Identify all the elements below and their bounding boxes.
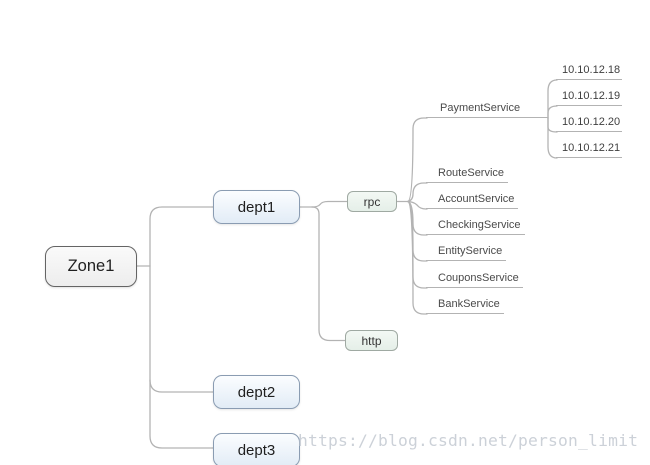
node-bank-service[interactable]: BankService (426, 297, 504, 314)
dept1-label: dept1 (237, 198, 276, 216)
node-account-service[interactable]: AccountService (426, 192, 519, 209)
node-dept3[interactable]: dept3 (213, 433, 300, 465)
node-ip-10-10-12-18[interactable]: 10.10.12.18 (556, 63, 622, 80)
node-payment-service[interactable]: PaymentService (426, 101, 548, 118)
node-http[interactable]: http (345, 330, 398, 351)
node-entity-service[interactable]: EntityService (426, 244, 507, 261)
dept2-label: dept2 (237, 383, 276, 401)
node-coupons-service[interactable]: CouponsService (426, 271, 523, 288)
edge-rpc-route (407, 182, 428, 203)
node-dept1[interactable]: dept1 (213, 190, 300, 224)
node-ip-10-10-12-21[interactable]: 10.10.12.21 (556, 141, 622, 158)
zone1-label: Zone1 (67, 257, 115, 275)
edge-trunk-dept2 (149, 379, 214, 393)
edge-trunk-dept1-dept3 (149, 206, 214, 449)
csdn-watermark: https://blog.csdn.net/person_limit (298, 431, 639, 450)
edge-rpc-account (407, 200, 428, 210)
edge-dept1-rpc (311, 200, 348, 208)
edge-rpc-checking (407, 200, 428, 236)
edge-rpc-coupons (407, 200, 428, 289)
node-checking-service[interactable]: CheckingService (426, 218, 525, 235)
dept3-label: dept3 (237, 441, 276, 459)
rpc-label: rpc (363, 194, 381, 209)
node-route-service[interactable]: RouteService (426, 166, 509, 183)
node-ip-10-10-12-20[interactable]: 10.10.12.20 (556, 115, 622, 132)
edge-dept1-http (311, 206, 346, 342)
http-label: http (361, 333, 382, 348)
node-ip-10-10-12-19[interactable]: 10.10.12.19 (556, 89, 622, 106)
node-rpc[interactable]: rpc (347, 191, 397, 212)
edge-rpc-payment (407, 117, 428, 203)
node-dept2[interactable]: dept2 (213, 375, 300, 409)
edge-rpc-bank (407, 200, 428, 315)
node-zone1[interactable]: Zone1 (45, 246, 137, 287)
edge-rpc-entity (407, 200, 428, 262)
